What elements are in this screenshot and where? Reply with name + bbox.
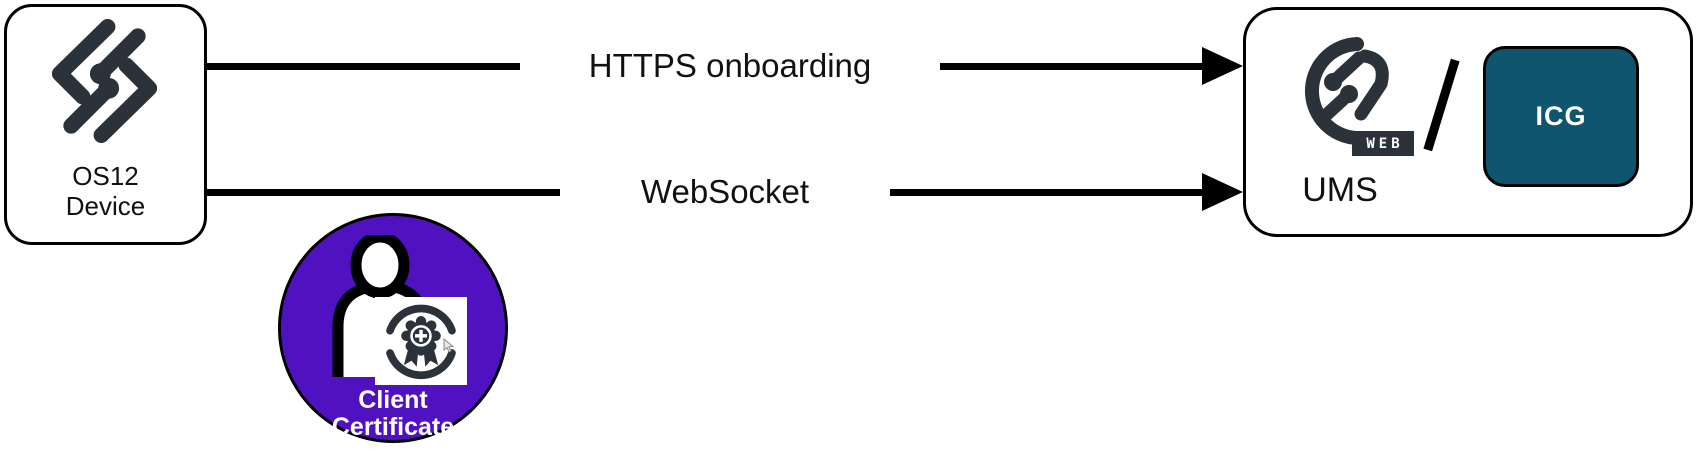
icg-label: ICG bbox=[1535, 101, 1587, 131]
certificate-label-line1: Client bbox=[358, 386, 428, 414]
ums-label: UMS bbox=[1302, 171, 1378, 209]
https-arrow-head-icon bbox=[1202, 47, 1243, 85]
web-badge: WEB bbox=[1352, 131, 1414, 156]
device-label-line1: OS12 bbox=[72, 161, 139, 191]
certificate-label-line2: Certificate bbox=[331, 413, 455, 441]
certificate-award-icon bbox=[386, 304, 456, 380]
https-arrow-label: HTTPS onboarding bbox=[520, 46, 940, 86]
device-box-label: OS12 Device bbox=[4, 161, 207, 221]
mouse-cursor-icon bbox=[443, 338, 455, 353]
websocket-arrow-label: WebSocket bbox=[560, 172, 890, 212]
websocket-arrow-head-icon bbox=[1202, 173, 1243, 211]
igel-ums-web-logo-icon bbox=[1305, 37, 1389, 146]
device-label-line2: Device bbox=[65, 191, 146, 221]
icg-box: ICG bbox=[1483, 46, 1639, 187]
igel-os-logo-icon bbox=[51, 19, 158, 143]
